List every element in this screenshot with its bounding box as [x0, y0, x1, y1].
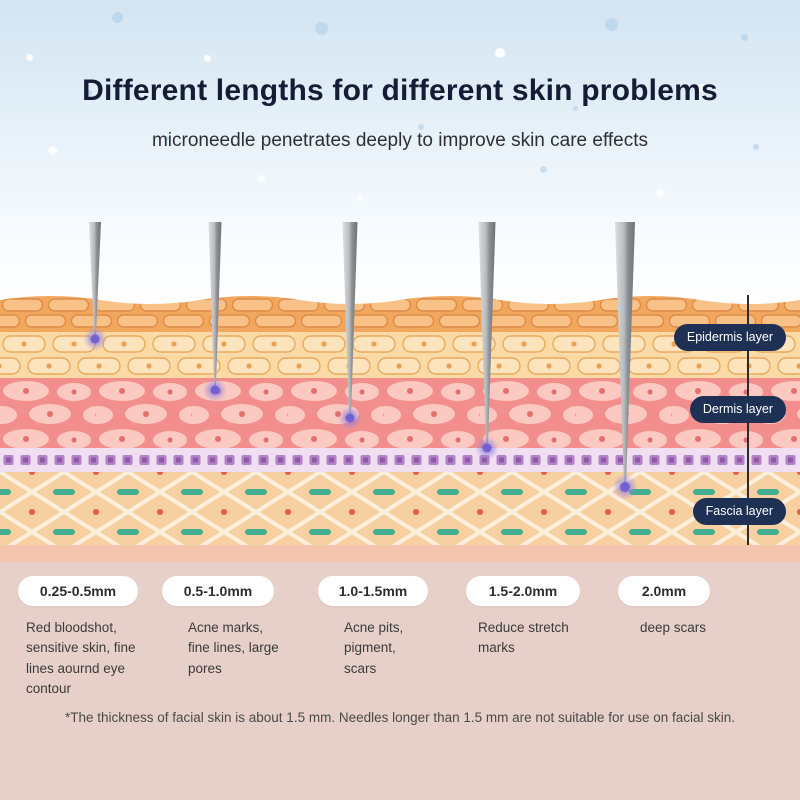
bubble-dot: [26, 54, 33, 61]
needle-length-badge-1: 0.25-0.5mm: [18, 576, 138, 606]
needle-5: [612, 222, 638, 500]
legend-section: 0.25-0.5mm 0.5-1.0mm 1.0-1.5mm 1.5-2.0mm…: [0, 562, 800, 800]
bubble-dot: [573, 106, 578, 111]
bubble-dot: [164, 136, 169, 141]
layer-label-fascia: Fascia layer: [692, 498, 786, 525]
needle-use-text-2: Acne marks, fine lines, large pores: [188, 620, 279, 676]
needle-use-text-4: Reduce stretch marks: [478, 620, 569, 656]
bubble-dot: [753, 144, 759, 150]
layer-label-epidermis: Epidermis layer: [673, 324, 786, 351]
dermis-band: [0, 378, 800, 448]
bubble-dot: [358, 196, 363, 201]
needle-3: [338, 222, 362, 430]
bubble-dot: [315, 22, 328, 35]
page-subtitle: microneedle penetrates deeply to improve…: [151, 130, 649, 151]
bubble-dot: [204, 55, 211, 62]
needle-use-text-5: deep scars: [640, 620, 707, 635]
bubble-dot: [112, 12, 123, 23]
needle-length-badge-4: 1.5-2.0mm: [466, 576, 580, 606]
bubble-dot: [495, 48, 505, 58]
membrane-band: [0, 448, 800, 472]
bubble-dot: [258, 175, 265, 182]
bubble-dot: [605, 18, 618, 31]
bubble-dot: [86, 90, 92, 96]
footnote-text: *The thickness of facial skin is about 1…: [64, 710, 736, 725]
needle-length-badge-2: 0.5-1.0mm: [162, 576, 274, 606]
bubble-dot: [418, 124, 424, 130]
layer-label-dermis: Dermis layer: [689, 396, 786, 423]
needle-use-text-1: Red bloodshot, sensitive skin, fine line…: [26, 620, 136, 696]
epidermis-lower-band: [0, 332, 800, 378]
bubble-dot: [741, 34, 748, 41]
fascia-band: [0, 472, 800, 545]
header-background: [0, 0, 800, 295]
needle-length-badge-3: 1.0-1.5mm: [318, 576, 428, 606]
needle-use-text-3: Acne pits, pigment, scars: [344, 620, 404, 676]
epidermis-band: [0, 296, 800, 332]
subcutaneous-band: [0, 545, 800, 562]
skin-cross-section-illustration: [0, 222, 800, 562]
needle-2: [203, 222, 227, 402]
page-title: Different lengths for different skin pro…: [82, 74, 718, 107]
needle-1: [83, 222, 107, 351]
bubble-dot: [540, 166, 547, 173]
needle-length-badge-5: 2.0mm: [618, 576, 710, 606]
bubble-dot: [656, 188, 665, 197]
needle-4: [475, 222, 499, 460]
bubble-dot: [48, 146, 57, 155]
bubble-dot: [698, 84, 706, 92]
